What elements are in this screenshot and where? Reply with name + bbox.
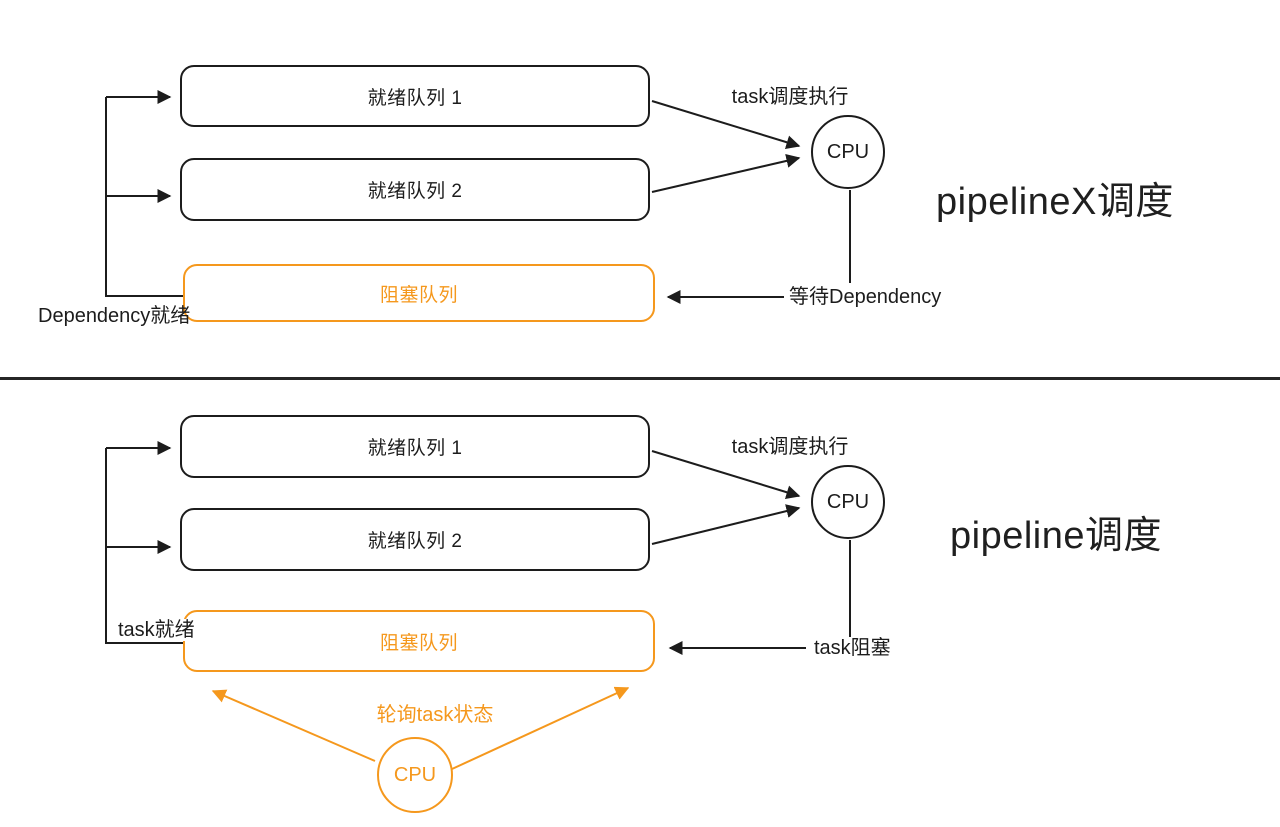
top-blocked-queue-box: 阻塞队列 — [183, 264, 655, 322]
top-queue1-to-cpu-arrow — [651, 100, 801, 150]
bottom-cpu-label: CPU — [826, 490, 870, 513]
bottom-queue2-to-cpu-arrow — [651, 504, 801, 545]
top-ready-queue-2-label: 就绪队列 2 — [367, 181, 463, 202]
top-ready-feedback-rail — [105, 97, 183, 297]
poll-left-arrow — [211, 689, 376, 762]
poll-task-status-label: 轮询task状态 — [376, 704, 494, 726]
bottom-blocked-queue-box: 阻塞队列 — [183, 610, 655, 672]
bottom-diagram-title: pipeline调度 — [950, 515, 1162, 557]
bottom-ready-queue-2-box: 就绪队列 2 — [180, 508, 650, 571]
top-ready-queue-2-box: 就绪队列 2 — [180, 158, 650, 221]
bottom-ready-queue-2-label: 就绪队列 2 — [367, 531, 463, 552]
top-queue2-to-cpu-arrow — [651, 154, 801, 193]
top-dispatch-label: task调度执行 — [731, 86, 849, 108]
bottom-cpu-node: CPU — [811, 465, 885, 539]
top-cpu-node: CPU — [811, 115, 885, 189]
top-dependency-ready-label: Dependency就绪 — [38, 305, 191, 327]
top-cpu-label: CPU — [826, 140, 870, 163]
bottom-ready-queue-1-label: 就绪队列 1 — [367, 438, 463, 459]
bottom-ready-queue-1-box: 就绪队列 1 — [180, 415, 650, 478]
bottom-task-block-label: task阻塞 — [812, 637, 893, 659]
top-ready-queue-1-box: 就绪队列 1 — [180, 65, 650, 127]
top-blocked-queue-label: 阻塞队列 — [379, 284, 458, 306]
polling-cpu-node: CPU — [377, 737, 453, 813]
bottom-queue1-to-cpu-arrow — [651, 450, 801, 500]
poll-right-arrow — [451, 686, 630, 770]
top-diagram-title: pipelineX调度 — [936, 181, 1174, 223]
section-divider — [0, 377, 1280, 380]
top-ready-queue-1-label: 就绪队列 1 — [367, 87, 463, 109]
bottom-blocked-queue-label: 阻塞队列 — [379, 632, 458, 654]
bottom-ready-feedback-rail — [105, 448, 183, 644]
bottom-dispatch-label: task调度执行 — [731, 436, 849, 458]
top-wait-dependency-label: 等待Dependency — [787, 286, 944, 308]
bottom-task-ready-label: task就绪 — [116, 619, 197, 641]
polling-cpu-label: CPU — [393, 763, 437, 786]
